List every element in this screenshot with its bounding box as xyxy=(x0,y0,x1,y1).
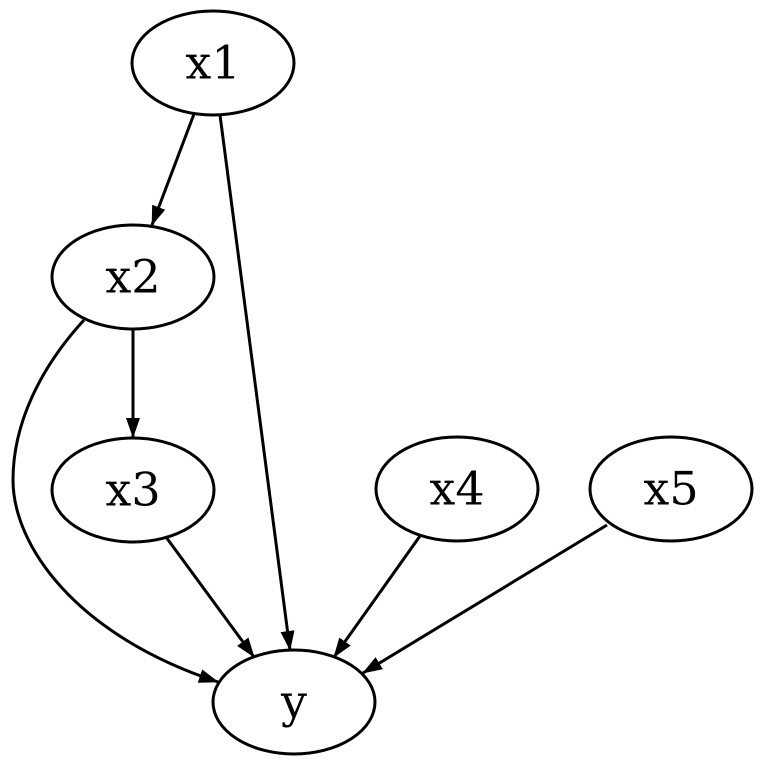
node-y-label: y xyxy=(280,675,307,729)
node-x4-shape xyxy=(374,435,540,543)
edge-x4-y xyxy=(332,535,422,658)
edges-layer xyxy=(11,113,608,684)
node-x5-label: x5 xyxy=(643,462,698,516)
node-x3-shape xyxy=(50,436,216,544)
node-x5: x5 xyxy=(588,435,754,543)
edge-x3-y xyxy=(164,536,256,658)
node-x2-shape xyxy=(50,223,216,331)
edge-x2-y xyxy=(11,318,219,684)
node-x3-label: x3 xyxy=(105,463,160,517)
node-x1-label: x1 xyxy=(185,36,240,90)
node-x2: x2 xyxy=(50,223,216,331)
edge-x1-y xyxy=(218,114,295,651)
node-x1-shape xyxy=(130,9,296,117)
node-x4: x4 xyxy=(374,435,540,543)
node-x4-label: x4 xyxy=(429,462,484,516)
node-x5-shape xyxy=(588,435,754,543)
edge-x1-x2 xyxy=(150,113,196,226)
node-x3: x3 xyxy=(50,436,216,544)
node-y: y xyxy=(211,648,377,756)
node-x1: x1 xyxy=(130,9,296,117)
node-y-shape xyxy=(211,648,377,756)
edge-x5-y xyxy=(362,523,608,675)
nodes-layer: x1 x2 x3 x4 x5 y xyxy=(50,9,754,756)
node-x2-label: x2 xyxy=(105,250,160,304)
